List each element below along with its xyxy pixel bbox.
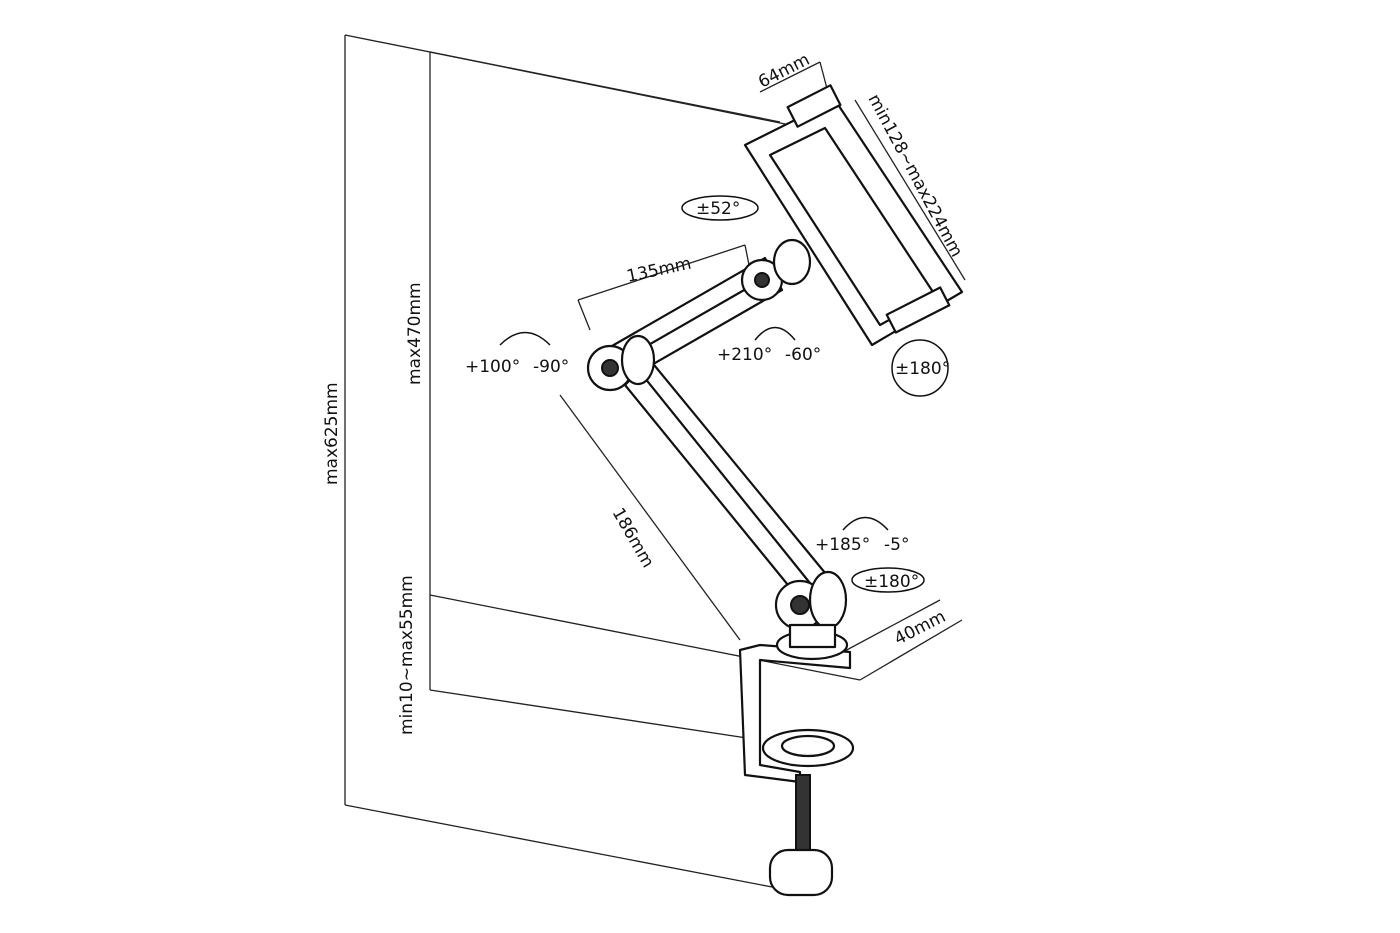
lower-arm [623,358,848,649]
max625-label: max625mm [322,382,342,485]
holder-depth-label: 64mm [755,50,813,93]
base-swivel-label: ±180° [864,572,919,592]
base-up-label: +185° [815,535,870,555]
upper-arm [586,238,812,392]
max470-label: max470mm [405,282,425,385]
dimension-lines [344,34,966,888]
tablet-holder [743,84,964,347]
head-up-label: +210° [717,345,772,365]
lower-arm-label: 186mm [608,505,658,572]
upper-arm-label: 135mm [625,254,693,287]
base-down-label: -5° [884,535,909,555]
elbow-down-label: -90° [533,357,569,377]
holder-rotate-label: ±180° [895,359,950,379]
rotation-arrows [499,195,949,593]
clamp-range-label: min10~max55mm [397,575,417,735]
holder-tilt-label: ±52° [696,199,740,219]
elbow-up-label: +100° [465,357,520,377]
clamp-depth-label: 40mm [891,607,949,650]
desk-clamp [738,629,855,897]
head-down-label: -60° [785,345,821,365]
